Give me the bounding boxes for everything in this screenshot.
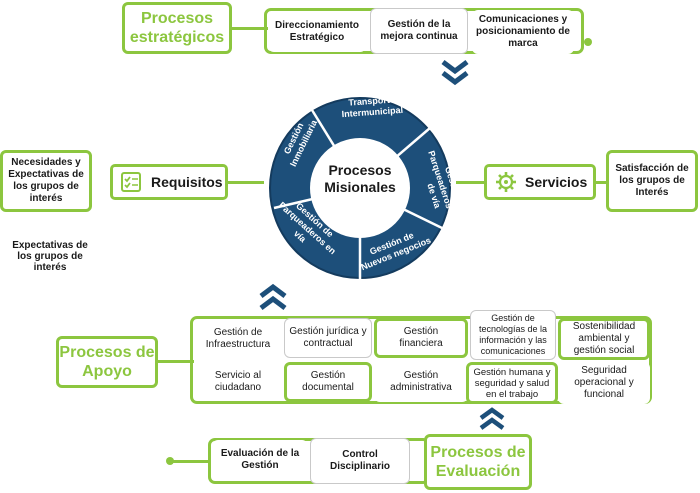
connector-dot [584,38,592,46]
evaluacion-left-line [170,460,210,463]
misionales-center-label: Procesos Misionales [324,162,396,195]
requisitos-connector [228,181,264,184]
connector-dot-left [166,457,174,465]
evaluacion-gestion: Evaluación de la Gestión [212,440,308,480]
estrategico-mejora-continua: Gestión de la mejora continua [370,8,468,54]
evaluacion-control-disciplinario: Control Disciplinario [310,438,410,484]
apoyo-group [190,316,652,404]
apoyo-gestion-humana: Gestión humana y seguridad y salud en el… [466,362,558,404]
checklist-icon [121,172,141,192]
estrategico-comunicaciones: Comunicaciones y posicionamiento de marc… [472,10,574,54]
apoyo-juridica: Gestión jurídica y contractual [284,318,372,358]
down-chevrons-icon [441,60,469,86]
requisitos-label: Requisitos [151,174,223,190]
up-chevrons-small-icon [479,407,505,430]
requisitos-badge: Requisitos [110,164,228,200]
necesidades-expectativas-box: Necesidades y Expectativas de los grupos… [0,150,92,212]
apoyo-documental: Gestión documental [284,362,372,402]
apoyo-servicio-ciudadano: Servicio al ciudadano [194,364,282,400]
servicios-badge: Servicios [484,164,596,200]
apoyo-connector [158,360,194,363]
apoyo-financiera: Gestión financiera [374,318,468,358]
apoyo-seguridad-operacional: Seguridad operacional y funcional [558,362,650,404]
apoyo-infraestructura: Gestión de Infraestructura [194,320,282,358]
estrategico-direccionamiento: Direccionamiento Estratégico [268,12,366,52]
procesos-evaluacion-title: Procesos de Evaluación [424,434,532,490]
apoyo-administrativa: Gestión administrativa [374,362,468,402]
servicios-out-connector [596,181,608,184]
estrategicos-connector [232,27,268,30]
up-chevrons-icon [259,283,287,310]
gear-icon [496,172,516,192]
servicios-label: Servicios [525,174,588,190]
apoyo-tic: Gestión de tecnologías de la información… [470,310,556,360]
procesos-apoyo-title: Procesos de Apoyo [56,336,158,388]
procesos-estrategicos-title: Procesos estratégicos [122,2,232,54]
apoyo-sostenibilidad: Sostenibilidad ambiental y gestión socia… [558,318,650,360]
servicios-connector [456,181,486,184]
procesos-misionales-wheel [269,97,451,280]
satisfaccion-box: Satisfacción de los grupos de Interés [606,150,698,212]
expectativas-note: Expectativas de los grupos de interés [12,240,88,273]
